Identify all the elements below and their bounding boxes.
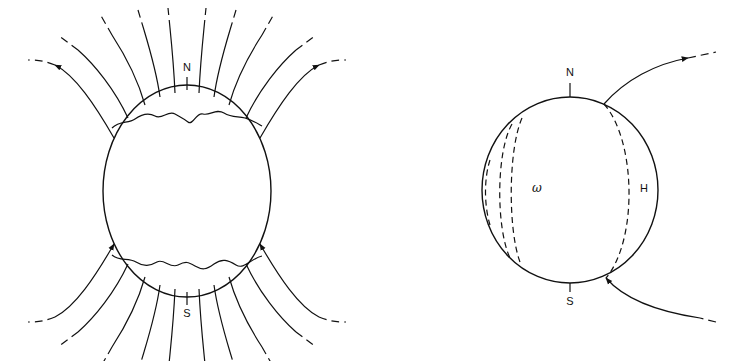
pole-label: S — [566, 295, 573, 308]
pole-label: ω — [532, 182, 542, 195]
earth-circle: NS — [100, 52, 274, 336]
field-lines-top-right — [199, 8, 346, 138]
field-lines-bottom-right — [199, 244, 346, 361]
pole-tick — [569, 83, 570, 97]
pole-tick — [569, 283, 570, 292]
earth-circle: Nω H S — [478, 52, 662, 324]
dashed-boundary — [604, 104, 629, 278]
dashed-boundary — [500, 124, 512, 258]
pole-tick — [186, 292, 187, 305]
pole-label: N — [566, 66, 574, 79]
field-lines-top-left — [28, 8, 175, 138]
pole-label: S — [183, 307, 190, 320]
polar-cap-boundary — [112, 111, 262, 128]
polar-cap-boundary — [112, 255, 262, 269]
field-line-right — [604, 52, 716, 322]
earth-outline — [478, 52, 662, 324]
pole-label: N — [183, 61, 191, 74]
earth-outline — [100, 52, 274, 336]
dashed-boundary — [486, 160, 491, 225]
dashed-boundary — [511, 118, 522, 262]
pole-label: H — [640, 182, 648, 195]
pole-tick — [186, 77, 187, 90]
field-lines-bottom-left — [28, 244, 175, 361]
